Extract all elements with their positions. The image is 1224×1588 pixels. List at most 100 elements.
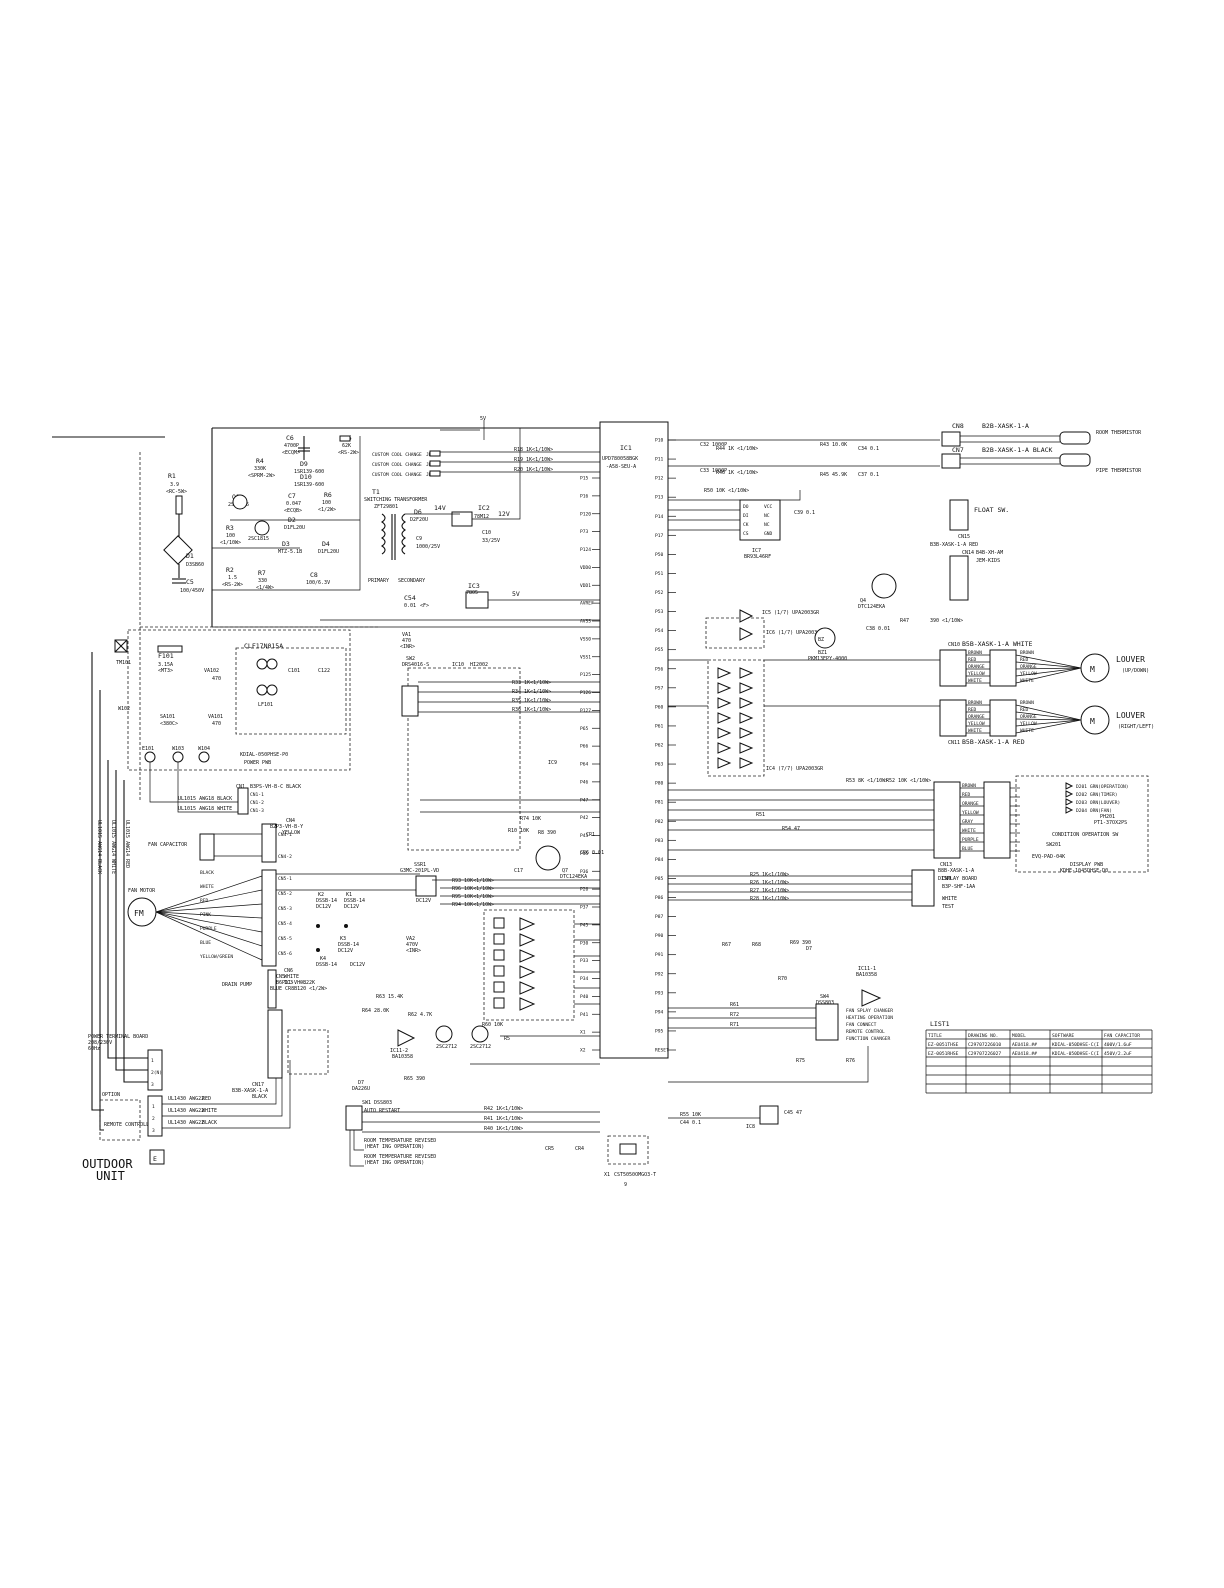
svg-text:1.5: 1.5	[228, 575, 237, 581]
ic1-pin-label: P126	[580, 690, 591, 696]
svg-text:R71: R71	[730, 1022, 739, 1028]
svg-text:D9: D9	[300, 460, 308, 468]
svg-text:R70: R70	[778, 976, 787, 982]
svg-text:C10: C10	[482, 530, 491, 536]
svg-text:POWER PWB: POWER PWB	[244, 760, 271, 766]
svg-text:1SR139-600: 1SR139-600	[294, 482, 324, 488]
svg-text:T1: T1	[372, 488, 380, 496]
svg-text:K1: K1	[346, 892, 352, 898]
r1-ref: R1	[168, 472, 176, 480]
cn1-pin: CN1-2	[250, 800, 264, 806]
svg-text:R65 390: R65 390	[404, 1076, 425, 1082]
svg-text:FM: FM	[134, 909, 144, 918]
svg-text:E: E	[153, 1155, 157, 1163]
ic1-pin-label: P64	[580, 762, 589, 768]
svg-text:(UP/DOWN): (UP/DOWN)	[1122, 668, 1149, 674]
svg-text:R25 1K<1/10W>: R25 1K<1/10W>	[750, 872, 789, 878]
svg-text:CN5: CN5	[276, 974, 285, 980]
ic1-pin-label: P37	[580, 905, 589, 911]
table-cell: C29707226010	[968, 1042, 1001, 1048]
ic1-pin-label: P16	[580, 493, 589, 499]
terminal-pin: 2(N)	[151, 1070, 162, 1076]
ic1-pin-label: P90	[655, 933, 664, 939]
buffer-gate	[717, 667, 732, 679]
svg-text:UNIT: UNIT	[96, 1169, 125, 1183]
fan-wire	[155, 911, 263, 947]
svg-text:SW2: SW2	[406, 656, 415, 662]
svg-text:RED: RED	[202, 1096, 211, 1102]
t1-transformer: T1 SWITCHING TRANSFORMER ZFT29801 PRIMAR…	[364, 488, 428, 584]
svg-text:5V: 5V	[512, 590, 520, 598]
svg-text:R93 10K<1/10W>: R93 10K<1/10W>	[452, 878, 494, 884]
cn1-pin: CN1-1	[250, 792, 264, 798]
svg-text:<ECQM>: <ECQM>	[282, 450, 300, 456]
svg-text:100: 100	[322, 500, 331, 506]
louver-lead	[1015, 667, 1082, 677]
louver-wire-label: YELLOW	[968, 721, 985, 727]
sw4-function: HEATING OPERATION	[846, 1015, 893, 1021]
svg-text:12V: 12V	[498, 510, 510, 518]
svg-text:R27 1K<1/10W>: R27 1K<1/10W>	[750, 888, 789, 894]
ic1-pin-label: VSS1	[580, 654, 591, 660]
table-header: TITLE	[928, 1033, 942, 1039]
louver-wire-label: WHITE	[968, 678, 982, 684]
svg-text:K3: K3	[340, 936, 346, 942]
earth-terminal	[149, 1149, 165, 1165]
svg-text:ROOM TEMPERATURE REVISED: ROOM TEMPERATURE REVISED	[364, 1154, 436, 1160]
louver-wire-label: ORANGE	[1020, 714, 1037, 720]
louver-wire-label: WHITE	[1020, 678, 1034, 684]
svg-text:CR6 0.01: CR6 0.01	[580, 850, 604, 856]
ic1-pin-label: P82	[655, 819, 664, 825]
svg-text:R55 10K: R55 10K	[680, 1112, 701, 1118]
table-header: FAN CAPACITOR	[1104, 1033, 1140, 1039]
buffer-gate	[519, 949, 536, 963]
svg-text:C45 47: C45 47	[784, 1110, 802, 1116]
svg-text:R40 1K<1/10W>: R40 1K<1/10W>	[484, 1126, 523, 1132]
svg-text:2SC2712: 2SC2712	[436, 1044, 457, 1050]
q4-transistor	[871, 573, 897, 599]
svg-text:1000/25V: 1000/25V	[416, 544, 440, 550]
svg-text:HI2002: HI2002	[470, 662, 488, 668]
louver-lead	[1015, 719, 1082, 734]
ic7-pin: VCC	[764, 504, 773, 510]
louver-wire-label: RED	[968, 657, 977, 663]
svg-text:D1FL20U: D1FL20U	[318, 549, 339, 555]
svg-text:R63 15.4K: R63 15.4K	[376, 994, 403, 1000]
svg-text:B2B-XASK-1-A BLACK: B2B-XASK-1-A BLACK	[982, 446, 1053, 454]
svg-text:Q4: Q4	[860, 598, 866, 604]
svg-text:BZ: BZ	[818, 637, 824, 643]
relay-coil	[493, 981, 505, 993]
svg-text:CN8: CN8	[952, 422, 964, 430]
louver-wire-label: ORANGE	[968, 714, 985, 720]
led-label: D204 ORN(FAN)	[1076, 808, 1112, 814]
svg-text:SA101: SA101	[160, 714, 175, 720]
svg-text:AUTO RESTART: AUTO RESTART	[364, 1108, 400, 1114]
svg-text:K4: K4	[320, 956, 326, 962]
buffer-gate	[717, 757, 732, 769]
svg-text:B5B-XASK-1-A RED: B5B-XASK-1-A RED	[962, 738, 1025, 746]
svg-text:LOUVER: LOUVER	[1116, 711, 1145, 720]
middle-section: IC10 HI2002 SW2 DRS4016-S R33 1K<1/10W> …	[345, 656, 656, 1188]
svg-text:CN9: CN9	[942, 876, 951, 882]
svg-text:R46 1K <1/10W>: R46 1K <1/10W>	[716, 470, 758, 476]
svg-text:DSS803: DSS803	[816, 1000, 834, 1006]
sw4-function: FUNCTION CHANGER	[846, 1036, 890, 1042]
relay-coil	[493, 949, 505, 961]
svg-text:K2: K2	[318, 892, 324, 898]
jumper-label: CUSTOM COOL CHANGE	[372, 472, 422, 478]
svg-text:R2: R2	[226, 566, 234, 574]
svg-text:R72: R72	[730, 1012, 739, 1018]
svg-text:0.01: 0.01	[404, 603, 416, 609]
svg-text:R8 390: R8 390	[538, 830, 556, 836]
svg-text:SW1: SW1	[362, 1100, 371, 1106]
svg-text:UL1015 AWG14 WHITE: UL1015 AWG14 WHITE	[110, 820, 116, 874]
terminal-pin: 3	[152, 1128, 155, 1134]
svg-text:0.047: 0.047	[286, 501, 301, 507]
svg-text:CR1: CR1	[586, 832, 595, 838]
buffer-gate	[739, 727, 754, 739]
svg-text:DSS803: DSS803	[374, 1100, 392, 1106]
svg-text:DSSB-14: DSSB-14	[316, 898, 337, 904]
svg-text:9: 9	[624, 1182, 627, 1188]
svg-text:100/450V: 100/450V	[180, 588, 204, 594]
